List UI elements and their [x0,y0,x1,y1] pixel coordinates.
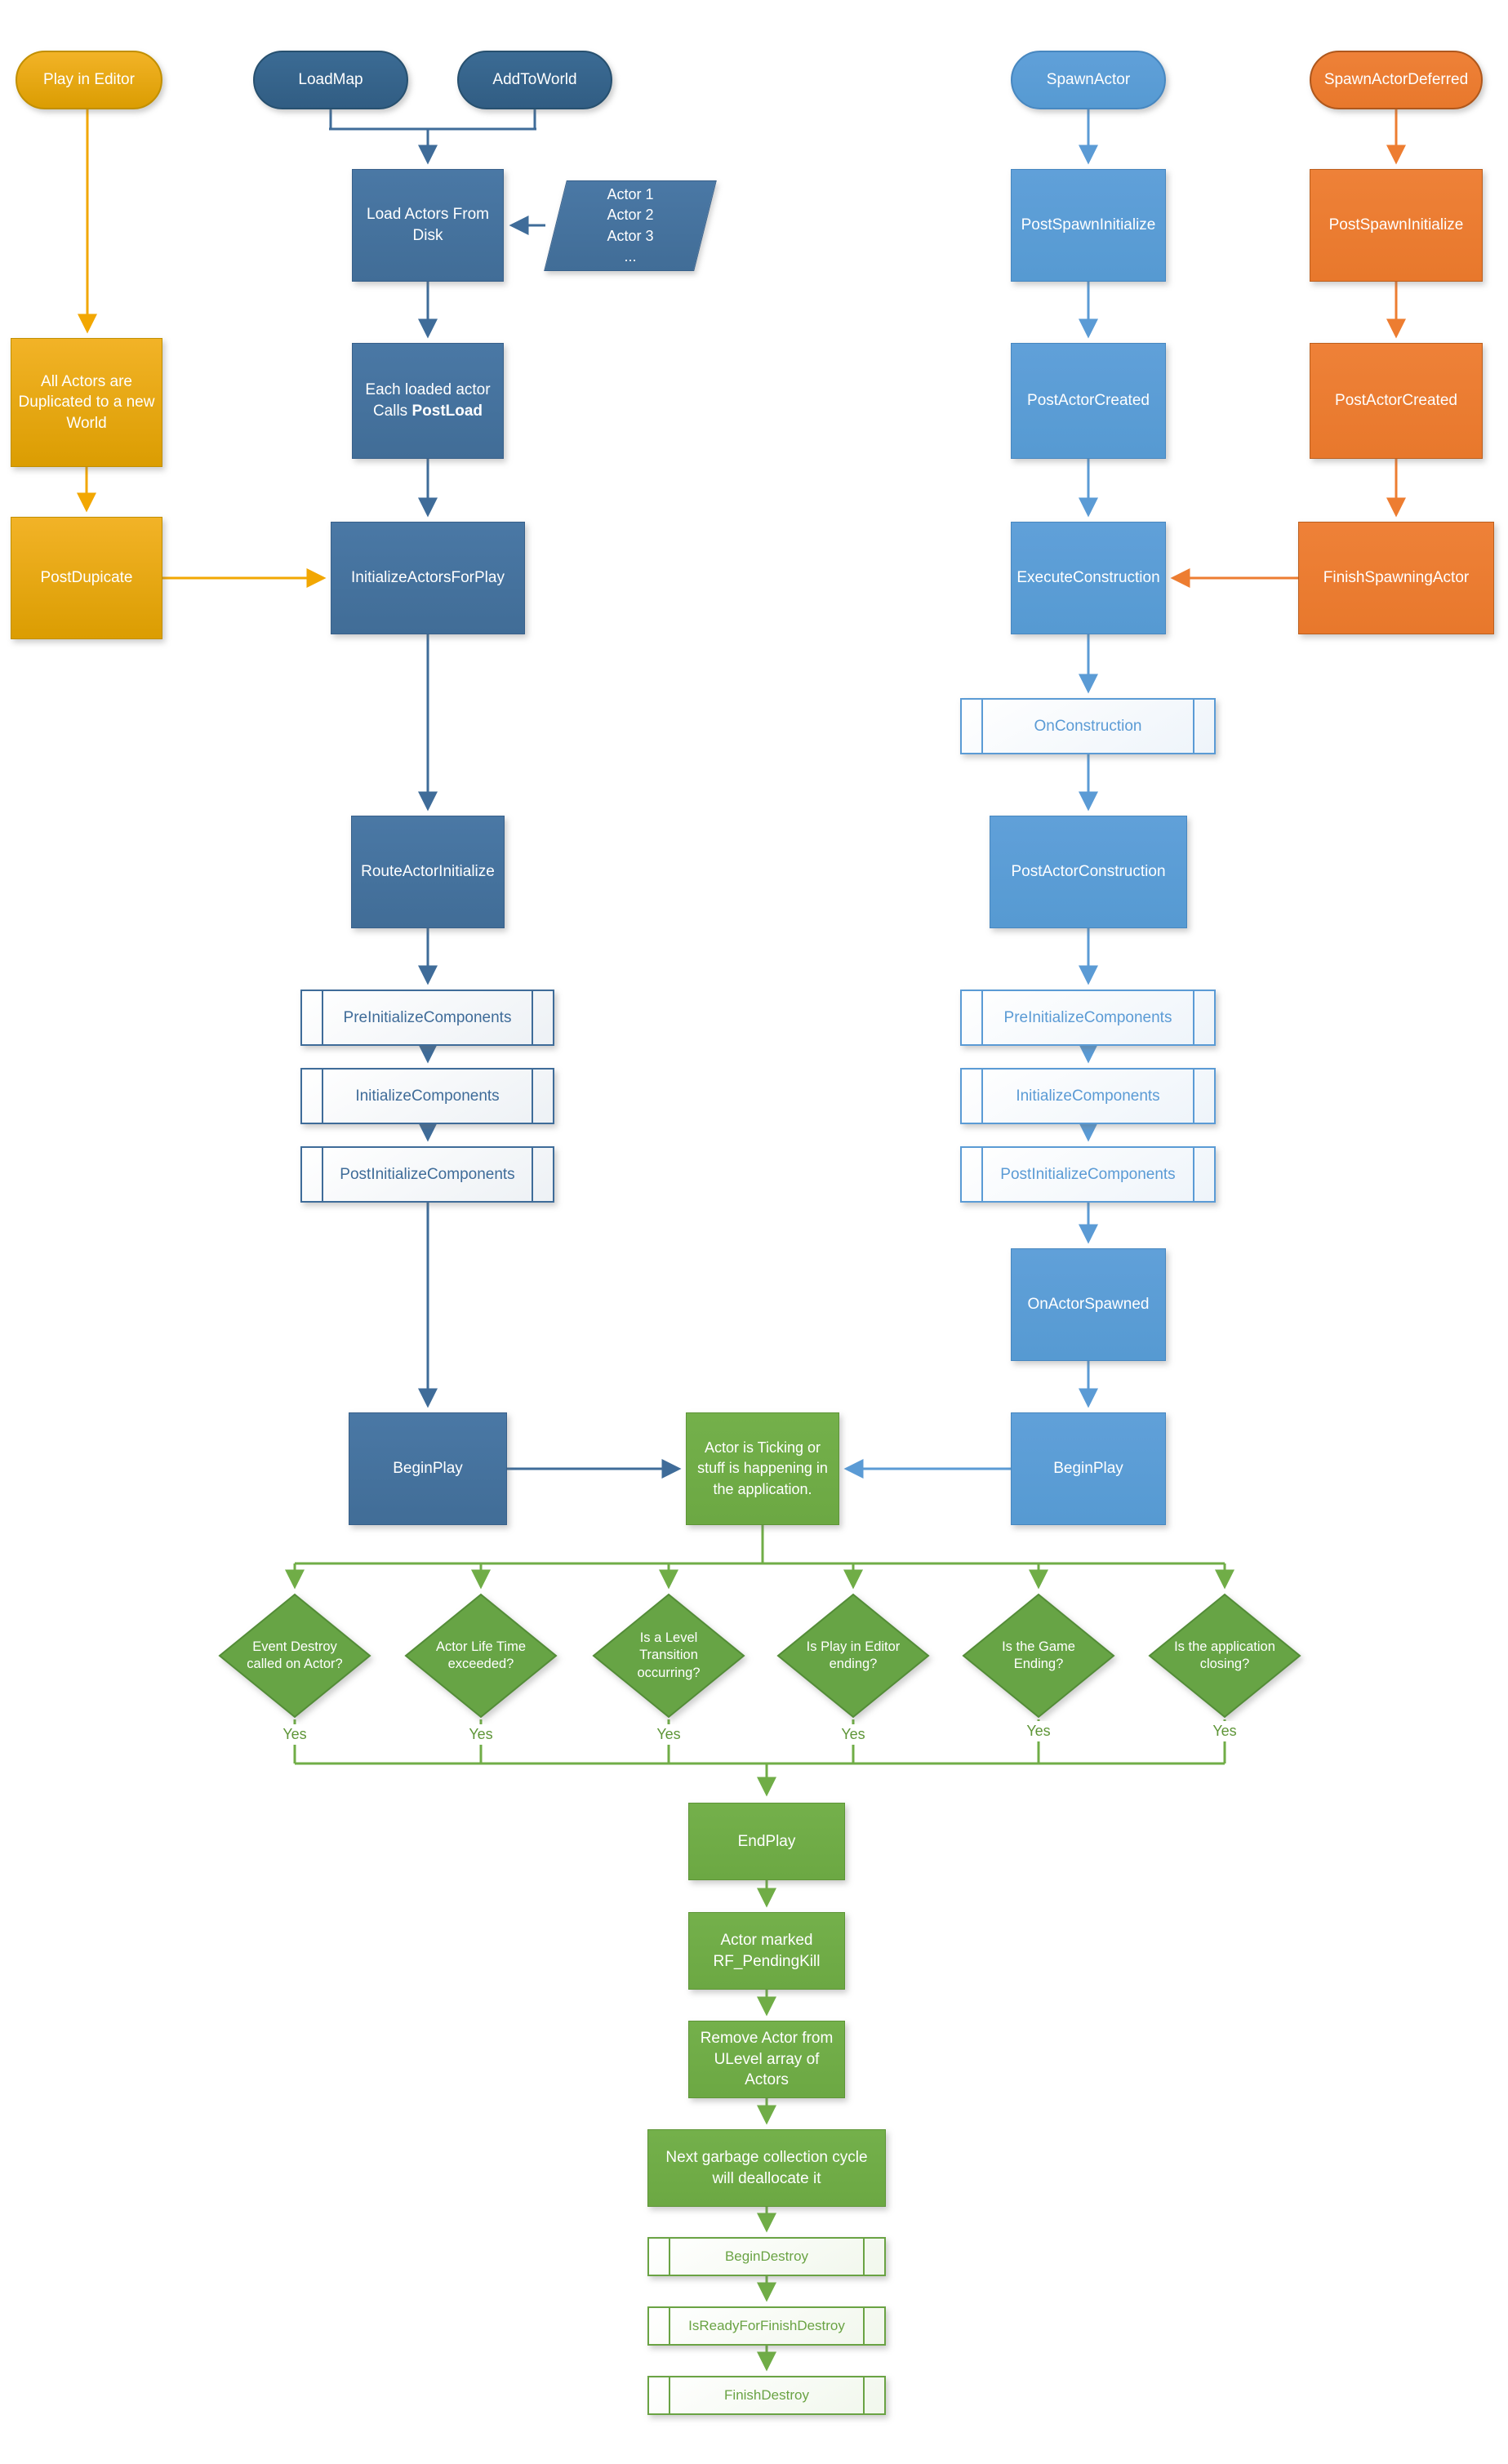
node-initialize-actors-for-play: InitializeActorsForPlay [331,522,525,634]
yes-label: Yes [835,1724,871,1745]
node-begin-destroy: BeginDestroy [647,2237,886,2276]
yes-label: Yes [277,1724,313,1745]
node-spawn-actor: SpawnActor [1011,51,1166,109]
node-on-actor-spawned: OnActorSpawned [1011,1248,1166,1361]
decision-pie-ending: Is Play in Editor ending? [776,1592,931,1719]
node-preinitializecomponents-spawn: PreInitializeComponents [960,990,1216,1046]
yes-label: Yes [651,1724,687,1745]
node-post-actor-created: PostActorCreated [1011,343,1166,459]
node-load-map: LoadMap [253,51,408,109]
node-post-spawn-initialize-deferred: PostSpawnInitialize [1310,169,1483,282]
node-all-actors-duplicated: All Actors are Duplicated to a new World [11,338,162,467]
node-actor-marked-pending-kill: Actor marked RF_PendingKill [688,1912,845,1990]
node-add-to-world: AddToWorld [457,51,612,109]
node-garbage-collection: Next garbage collection cycle will deall… [647,2129,886,2207]
node-finish-spawning-actor: FinishSpawningActor [1298,522,1494,634]
yes-label: Yes [1207,1721,1243,1741]
node-remove-actor-from-ulevel: Remove Actor from ULevel array of Actors [688,2021,845,2098]
node-end-play: EndPlay [688,1803,845,1880]
node-load-actors-from-disk: Load Actors From Disk [352,169,504,282]
node-post-actor-created-deferred: PostActorCreated [1310,343,1483,459]
node-post-actor-construction: PostActorConstruction [990,816,1187,928]
node-post-dupicate: PostDupicate [11,517,162,639]
decision-level-transition: Is a Level Transition occurring? [591,1592,746,1719]
node-initializecomponents-load: InitializeComponents [300,1068,554,1124]
yes-label: Yes [463,1724,499,1745]
node-play-in-editor: Play in Editor [16,51,162,109]
decision-event-destroy: Event Destroy called on Actor? [217,1592,372,1719]
decision-application-closing: Is the application closing? [1147,1592,1302,1719]
decision-game-ending: Is the Game Ending? [961,1592,1116,1719]
node-route-actor-initialize: RouteActorInitialize [351,816,505,928]
yes-label: Yes [1021,1721,1056,1741]
node-initializecomponents-spawn: InitializeComponents [960,1068,1216,1124]
node-begin-play-spawn: BeginPlay [1011,1412,1166,1525]
decision-lifetime-exceeded: Actor Life Time exceeded? [403,1592,558,1719]
node-preinitializecomponents-load: PreInitializeComponents [300,990,554,1046]
node-actor-is-ticking: Actor is Ticking or stuff is happening i… [686,1412,839,1525]
node-on-construction: OnConstruction [960,698,1216,754]
node-finish-destroy: FinishDestroy [647,2376,886,2415]
diamond-shape [592,1593,745,1719]
diamond-shape [218,1593,371,1719]
node-each-loaded-actor-postload: Each loaded actor Calls PostLoad [352,343,504,459]
node-spawn-actor-deferred: SpawnActorDeferred [1310,51,1483,109]
node-postinitializecomponents-spawn: PostInitializeComponents [960,1146,1216,1203]
diamond-shape [776,1593,930,1719]
node-execute-construction: ExecuteConstruction [1011,522,1166,634]
node-begin-play-load: BeginPlay [349,1412,507,1525]
node-post-spawn-initialize: PostSpawnInitialize [1011,169,1166,282]
node-actor-list-parallelogram: Actor 1 Actor 2 Actor 3 ... [540,180,720,271]
diamond-shape [1148,1593,1301,1719]
diamond-shape [404,1593,558,1719]
diamond-shape [962,1593,1115,1719]
node-postinitializecomponents-load: PostInitializeComponents [300,1146,554,1203]
node-is-ready-for-finish-destroy: IsReadyForFinishDestroy [647,2306,886,2346]
